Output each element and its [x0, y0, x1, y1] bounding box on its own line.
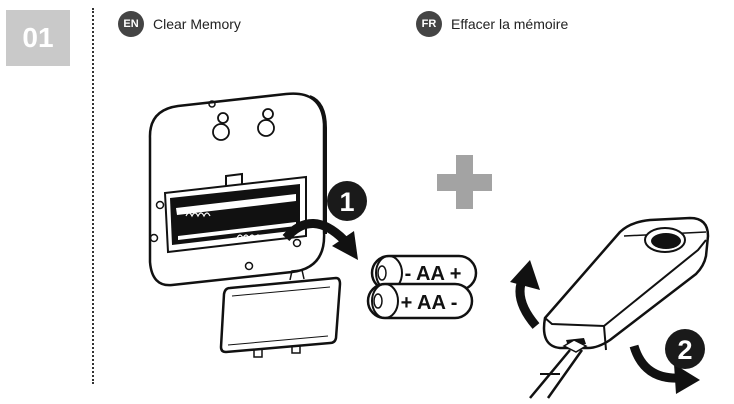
lang-title-en: Clear Memory	[153, 16, 241, 32]
keyhole-right-icon	[257, 108, 275, 137]
lift-arrow-icon	[510, 260, 540, 329]
device-back	[148, 92, 327, 287]
step-badge-1: 1	[327, 181, 367, 221]
lang-fr-header: FR Effacer la mémoire	[416, 11, 568, 37]
step-number-box: 01	[6, 10, 70, 66]
screwdriver-icon	[529, 339, 588, 399]
step-2-label: 2	[677, 335, 692, 365]
press-down-arrow-icon	[629, 344, 700, 394]
lang-en-header: EN Clear Memory	[118, 11, 241, 37]
step-number: 01	[22, 22, 54, 53]
remote-fob	[542, 216, 710, 351]
keyhole-left-icon	[212, 112, 230, 141]
battery-compartment	[163, 175, 307, 254]
battery-cover	[219, 269, 342, 358]
battery-bottom-label: + AA -	[401, 292, 458, 314]
lang-badge-fr: FR	[416, 11, 442, 37]
step-badge-2: 2	[665, 329, 705, 369]
battery-bottom: + AA -	[366, 282, 474, 320]
lang-badge-en: EN	[118, 11, 144, 37]
step-1-label: 1	[339, 187, 354, 217]
remove-cover-arrow-icon	[282, 219, 358, 260]
battery-top-label: - AA +	[405, 263, 462, 285]
lang-title-fr: Effacer la mémoire	[451, 16, 569, 32]
plus-icon	[437, 155, 492, 209]
dotted-divider	[92, 8, 94, 384]
